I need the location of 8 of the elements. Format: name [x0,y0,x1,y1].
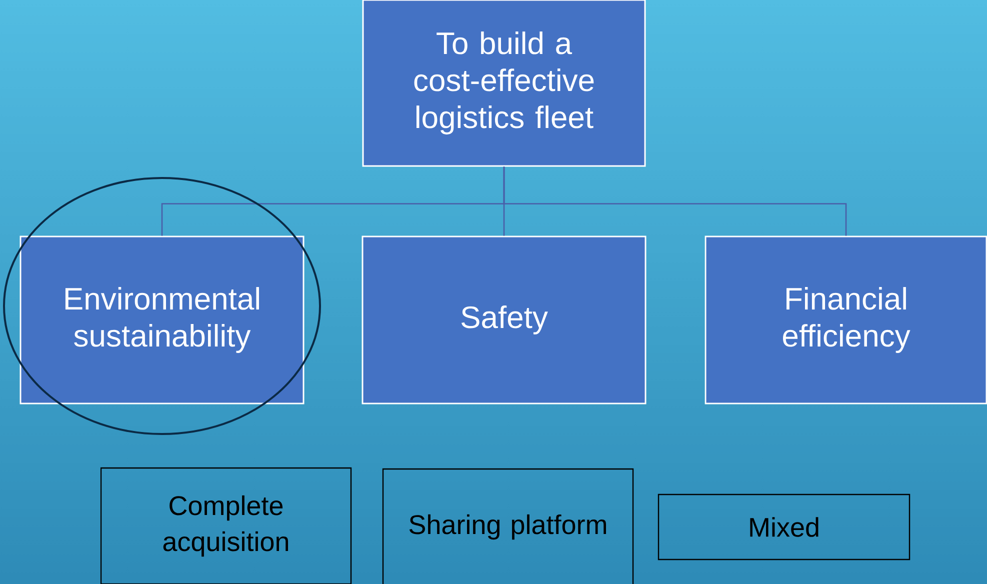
goal-box: To build a cost-effective logistics fleet [362,0,646,167]
option-box: Mixed [658,494,910,560]
connector [503,166,847,236]
criterion-box: Environmental sustainability [20,236,304,404]
criterion-box: Financial efficiency [704,236,987,404]
criterion-box: Safety [362,236,646,404]
option-box: Sharing platform [382,468,634,584]
option-box: Complete acquisition [100,467,352,584]
